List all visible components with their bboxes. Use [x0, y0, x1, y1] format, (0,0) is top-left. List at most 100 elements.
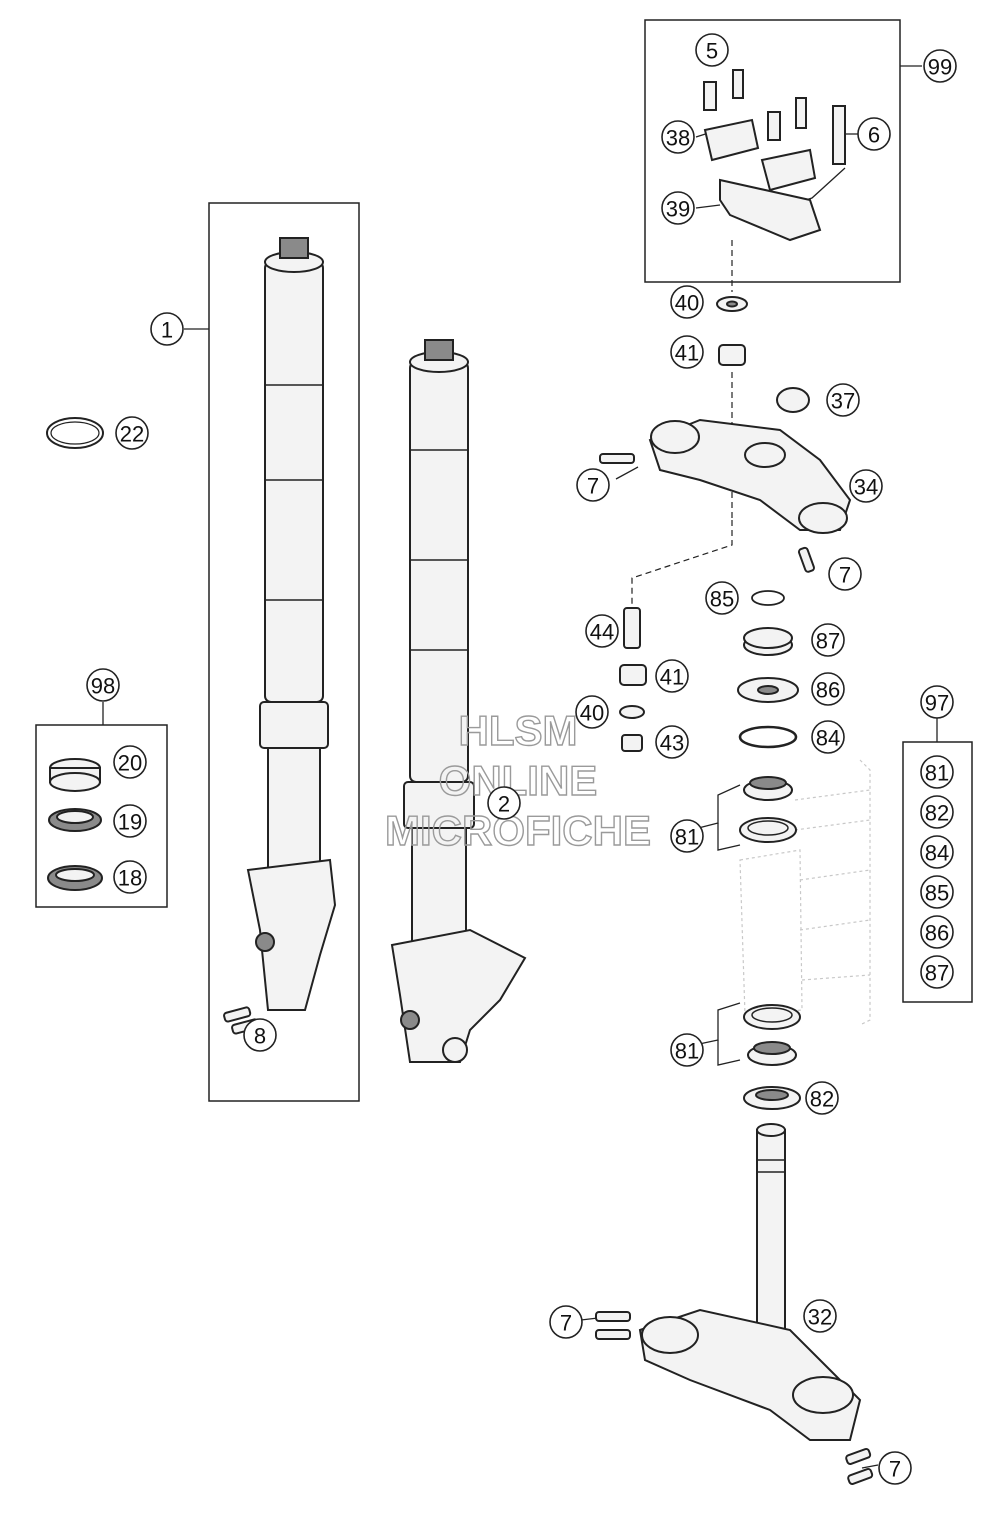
svg-text:43: 43 [660, 731, 684, 756]
callout-85[interactable]: 85 [705, 581, 739, 615]
svg-text:34: 34 [854, 475, 878, 500]
frame-head-tube [739, 759, 871, 1026]
svg-text:82: 82 [925, 801, 949, 826]
callout-34[interactable]: 34 [849, 469, 883, 503]
kit-99-clamps [703, 69, 846, 242]
callout-98[interactable]: 98 [86, 668, 120, 702]
svg-text:87: 87 [925, 961, 949, 986]
svg-text:39: 39 [666, 197, 690, 222]
svg-text:85: 85 [710, 587, 734, 612]
kit-98-seals [47, 758, 103, 891]
callout-97[interactable]: 97 [920, 685, 954, 719]
callout-8[interactable]: 8 [243, 1018, 277, 1052]
callout-20[interactable]: 20 [113, 745, 147, 779]
callout-37[interactable]: 37 [826, 383, 860, 417]
kit-98-frame [35, 724, 168, 908]
callout-40-top[interactable]: 40 [670, 285, 704, 319]
bolts-7-lower [595, 1311, 874, 1485]
bolt-7-clamp [797, 546, 815, 573]
callout-kit-87[interactable]: 87 [920, 955, 954, 989]
svg-text:18: 18 [118, 866, 142, 891]
svg-text:40: 40 [580, 701, 604, 726]
svg-text:86: 86 [816, 678, 840, 703]
svg-text:6: 6 [868, 123, 880, 148]
callout-41-top[interactable]: 41 [670, 335, 704, 369]
callout-44[interactable]: 44 [585, 614, 619, 648]
callout-32[interactable]: 32 [803, 1299, 837, 1333]
bolt-7-top [599, 453, 635, 464]
callout-5[interactable]: 5 [695, 33, 729, 67]
svg-text:32: 32 [808, 1305, 832, 1330]
callout-87[interactable]: 87 [811, 623, 845, 657]
callout-7-lower-right[interactable]: 7 [878, 1451, 912, 1485]
callout-99[interactable]: 99 [923, 49, 957, 83]
svg-text:86: 86 [925, 921, 949, 946]
callout-6[interactable]: 6 [857, 117, 891, 151]
callout-7-lower-left[interactable]: 7 [549, 1305, 583, 1339]
svg-text:2: 2 [498, 792, 510, 817]
top-triple-clamp-34 [648, 418, 852, 534]
callout-22[interactable]: 22 [115, 416, 149, 450]
callout-kit-84[interactable]: 84 [920, 835, 954, 869]
nut-43 [621, 734, 643, 752]
svg-text:85: 85 [925, 881, 949, 906]
callout-19[interactable]: 19 [113, 804, 147, 838]
callout-84[interactable]: 84 [811, 720, 845, 754]
callout-43[interactable]: 43 [655, 725, 689, 759]
callout-kit-81[interactable]: 81 [920, 755, 954, 789]
callout-81-upper[interactable]: 81 [670, 819, 704, 853]
callout-82[interactable]: 82 [805, 1081, 839, 1115]
svg-text:22: 22 [120, 422, 144, 447]
svg-text:7: 7 [889, 1457, 901, 1482]
svg-text:99: 99 [928, 55, 952, 80]
fork-leg-2 [390, 339, 527, 1063]
callout-81-lower[interactable]: 81 [670, 1033, 704, 1067]
cap-37 [776, 387, 810, 413]
svg-text:7: 7 [839, 563, 851, 588]
svg-text:7: 7 [587, 474, 599, 499]
washer-40-bottom [619, 705, 645, 719]
lower-triple-clamp-32 [638, 1123, 862, 1441]
svg-text:37: 37 [831, 389, 855, 414]
callout-41-bottom[interactable]: 41 [655, 659, 689, 693]
callout-7-clamp[interactable]: 7 [828, 557, 862, 591]
ring-84 [738, 725, 798, 749]
part-86-hole [757, 685, 779, 695]
fork-leg-1 [246, 237, 337, 1011]
callout-kit-85[interactable]: 85 [920, 875, 954, 909]
fork-1-group-frame [208, 202, 360, 1102]
callouts: 1 2 22 98 20 19 18 8 99 5 38 6 39 40 41 … [86, 33, 957, 1485]
washer-40-top-hole [726, 300, 738, 308]
svg-text:38: 38 [666, 126, 690, 151]
callout-38[interactable]: 38 [661, 120, 695, 154]
ring-22 [46, 417, 104, 449]
svg-text:20: 20 [118, 751, 142, 776]
svg-text:41: 41 [660, 665, 684, 690]
svg-text:44: 44 [590, 620, 614, 645]
bearing-81-lower [743, 1004, 801, 1066]
svg-text:97: 97 [925, 691, 949, 716]
kit-99-frame [644, 19, 901, 283]
callout-18[interactable]: 18 [113, 860, 147, 894]
callout-39[interactable]: 39 [661, 191, 695, 225]
svg-text:81: 81 [675, 1039, 699, 1064]
pin-44 [623, 607, 641, 649]
nut-41-bottom [619, 664, 647, 686]
callout-2[interactable]: 2 [487, 786, 521, 820]
part-87 [743, 627, 793, 656]
svg-text:87: 87 [816, 629, 840, 654]
svg-text:40: 40 [675, 291, 699, 316]
callout-86[interactable]: 86 [811, 672, 845, 706]
svg-text:19: 19 [118, 810, 142, 835]
svg-text:81: 81 [675, 825, 699, 850]
svg-text:98: 98 [91, 674, 115, 699]
callout-40-bottom[interactable]: 40 [575, 695, 609, 729]
svg-text:7: 7 [560, 1311, 572, 1336]
callout-1[interactable]: 1 [150, 312, 184, 346]
callout-kit-86[interactable]: 86 [920, 915, 954, 949]
callout-7-top[interactable]: 7 [576, 468, 610, 502]
svg-text:81: 81 [925, 761, 949, 786]
svg-text:84: 84 [816, 726, 840, 751]
callout-kit-82[interactable]: 82 [920, 795, 954, 829]
nut-41-top [718, 344, 746, 366]
